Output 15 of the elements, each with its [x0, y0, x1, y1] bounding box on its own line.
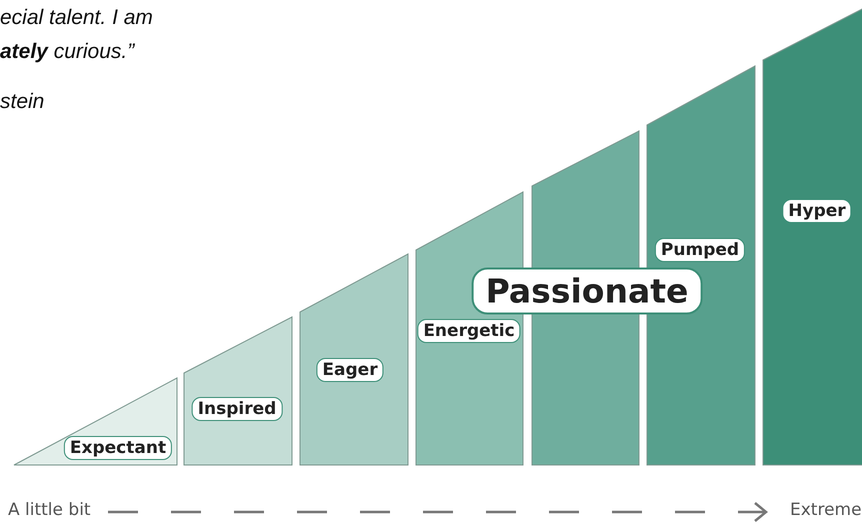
quote-author: stein [0, 90, 44, 114]
level-label: Inspired [192, 397, 282, 421]
scale-bar [14, 378, 177, 465]
quote-text: ecial talent. I am [0, 6, 153, 30]
quote-text: ately curious.” [0, 40, 134, 64]
level-label: Hyper [782, 199, 852, 223]
scale-bar [300, 254, 408, 465]
level-label: Eager [316, 358, 384, 382]
scale-start-label: A little bit [8, 500, 91, 520]
level-label: Expectant [64, 436, 172, 460]
level-label: Energetic [417, 319, 521, 343]
scale-bar [184, 317, 292, 465]
level-label: Pumped [654, 238, 746, 262]
level-label: Passionate [472, 268, 702, 314]
scale-end-label: Extreme [790, 500, 862, 520]
